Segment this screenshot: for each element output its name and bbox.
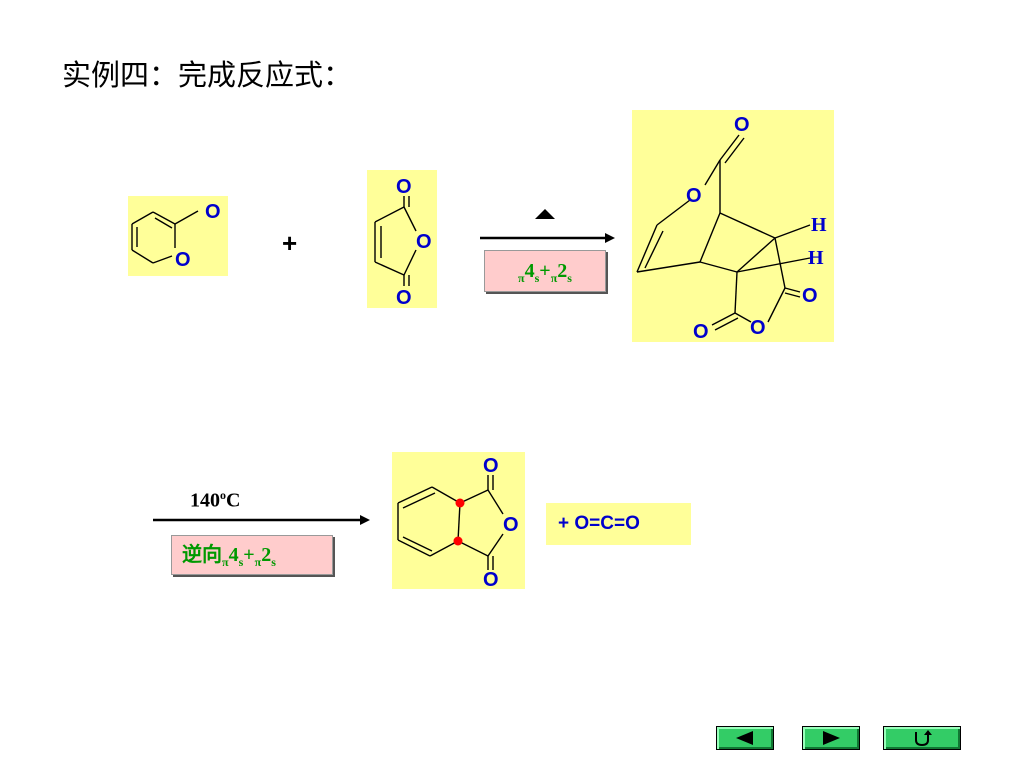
- reaction2-temperature: 140oC: [190, 488, 240, 513]
- page-title: 实例四：完成反应式：: [62, 58, 353, 92]
- next-slide-button[interactable]: [802, 726, 860, 750]
- temperature-unit: C: [226, 489, 241, 512]
- ring-oxygen: O: [416, 231, 432, 253]
- pi-subscript: π: [254, 555, 262, 569]
- triangle-left-icon: [736, 731, 753, 745]
- electron-count: 4: [524, 260, 535, 282]
- reaction1-condition-label: π4s+π2s: [484, 250, 606, 292]
- plus-sign: +: [282, 228, 298, 258]
- carbonyl-oxygen: O: [734, 114, 750, 136]
- bicyclic-adduct-structure: [636, 134, 811, 331]
- dihydrophthalic-anhydride-structure: [397, 475, 504, 570]
- suprafacial-subscript: s: [271, 555, 276, 569]
- suprafacial-subscript: s: [534, 271, 540, 285]
- return-button[interactable]: [883, 726, 961, 750]
- previous-slide-button[interactable]: [716, 726, 774, 750]
- atom-labels: O O O O O O O H H O O O O O O: [175, 114, 827, 591]
- ring-oxygen: O: [750, 317, 766, 339]
- ring-oxygen: O: [503, 514, 519, 536]
- ring-oxygen: O: [175, 249, 191, 271]
- return-icon: [915, 730, 932, 747]
- stereocenter-dot: [455, 498, 465, 508]
- maleic-anhydride-box: [367, 170, 437, 308]
- pi-subscript: π: [518, 271, 525, 285]
- electron-count: 2: [557, 260, 568, 282]
- triangle-heat-icon: [535, 209, 555, 219]
- co2-byproduct: + O=C=O: [546, 503, 691, 545]
- hydrogen-label: H: [811, 214, 827, 236]
- suprafacial-subscript: s: [238, 555, 244, 569]
- suprafacial-subscript: s: [567, 271, 572, 285]
- pi-subscript: π: [550, 271, 558, 285]
- carbonyl-oxygen: O: [693, 321, 709, 343]
- reaction2-condition-label: 逆向π4s+π2s: [171, 535, 333, 575]
- degree-sup: o: [220, 488, 226, 502]
- carbonyl-oxygen: O: [483, 455, 499, 477]
- carbonyl-oxygen: O: [483, 569, 499, 591]
- adduct-box: [632, 110, 834, 342]
- carbonyl-oxygen: O: [802, 285, 818, 307]
- carbonyl-oxygen: O: [396, 176, 412, 198]
- carbonyl-oxygen: O: [205, 201, 221, 223]
- pyranone-box: [128, 196, 228, 276]
- pi-subscript: π: [222, 555, 229, 569]
- temperature-value: 140: [190, 489, 220, 512]
- pyranone-structure: [131, 210, 199, 264]
- carbonyl-oxygen: O: [396, 287, 412, 309]
- retro-prefix: 逆向: [182, 544, 222, 566]
- plus-text: +: [539, 260, 551, 282]
- triangle-right-icon: [823, 731, 840, 745]
- hydrogen-label: H: [808, 247, 824, 269]
- electron-count: 4: [228, 544, 239, 566]
- electron-count: 2: [261, 544, 272, 566]
- stereocenter-dot: [453, 536, 463, 546]
- maleic-anhydride-structure: [374, 196, 417, 286]
- lactone-oxygen: O: [686, 185, 702, 207]
- plus-text: +: [243, 544, 255, 566]
